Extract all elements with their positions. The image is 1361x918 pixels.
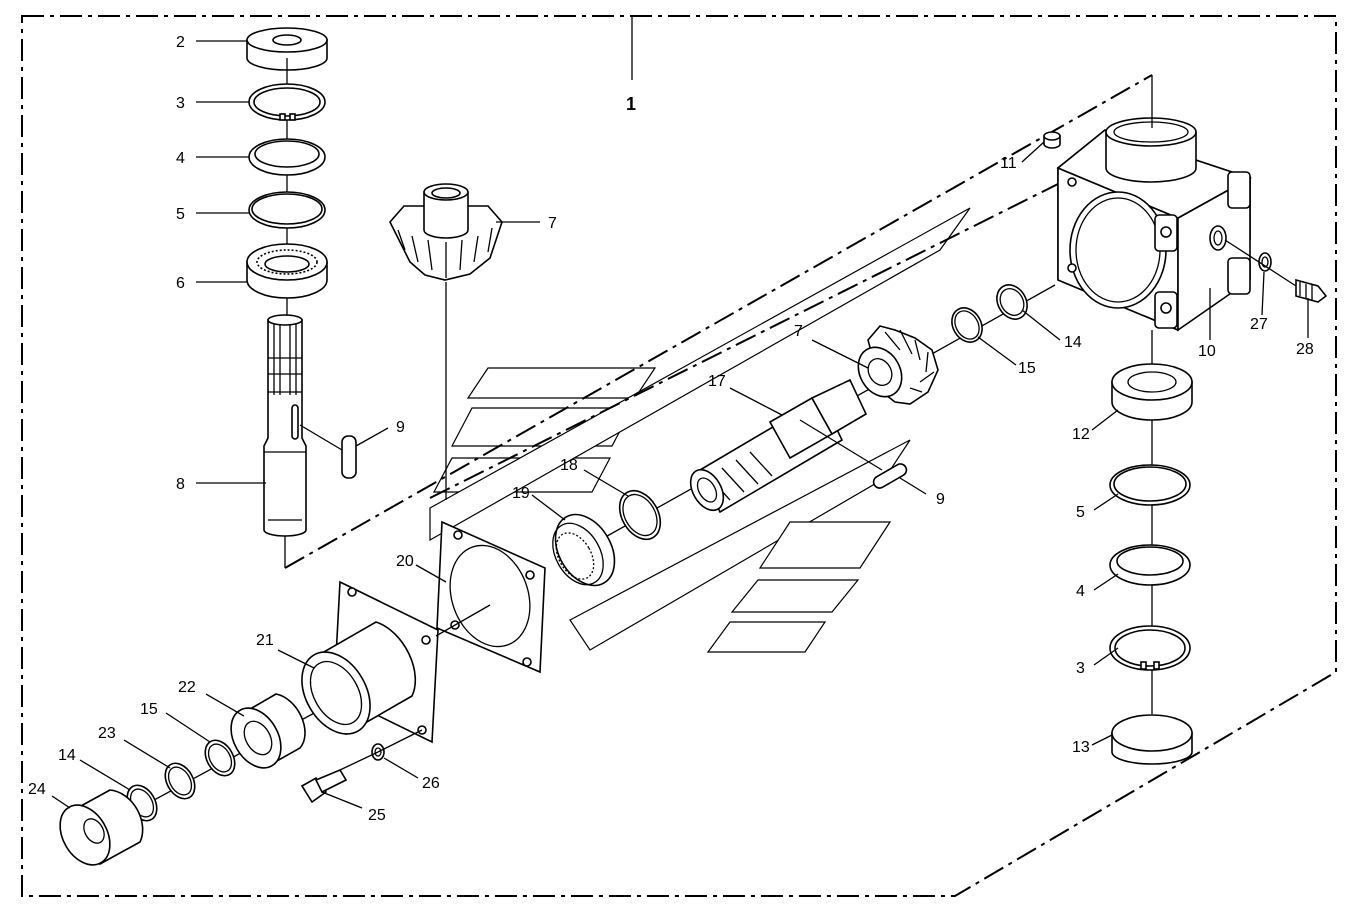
part-14-circlip-upper <box>996 284 1028 320</box>
part-15-ring-lower <box>204 739 236 777</box>
callout-22: 22 <box>178 679 196 696</box>
part-5-ring-right <box>1109 464 1191 506</box>
callout-5-left: 5 <box>176 206 185 223</box>
part-13-cap <box>1111 714 1193 765</box>
callout-17: 17 <box>708 373 726 390</box>
callout-24: 24 <box>28 781 46 798</box>
part-19-bearing <box>552 513 616 587</box>
callout-3-left: 3 <box>176 95 185 112</box>
part-4-shim <box>248 138 326 176</box>
part-24-cap <box>59 789 144 866</box>
part-11-plug <box>1043 131 1061 149</box>
part-9-key-right <box>872 463 908 489</box>
callout-4-right: 4 <box>1076 583 1085 600</box>
part-3-circlip <box>248 83 326 121</box>
watermark-logo <box>429 207 971 653</box>
callout-labels: 1 2 3 4 5 6 7 8 9 11 7 14 15 10 27 28 12… <box>28 34 1314 824</box>
callout-9-left: 9 <box>396 419 405 436</box>
callout-8: 8 <box>176 476 185 493</box>
part-15-ring-upper <box>951 307 983 343</box>
callout-15-lower: 15 <box>140 701 158 718</box>
part-12-bearing <box>1111 363 1193 421</box>
group-boundary <box>21 15 1337 897</box>
part-5-ring <box>248 191 326 229</box>
callout-19: 19 <box>512 485 530 502</box>
callout-11: 11 <box>1000 155 1017 172</box>
callout-20: 20 <box>396 553 414 570</box>
callout-23: 23 <box>98 725 116 742</box>
callout-6: 6 <box>176 275 185 292</box>
callout-9-right: 9 <box>936 491 945 508</box>
callout-21: 21 <box>256 632 274 649</box>
callout-5-right: 5 <box>1076 504 1085 521</box>
callout-14-lower: 14 <box>58 747 76 764</box>
callout-7-upper: 7 <box>548 215 557 232</box>
part-7-gear-lower <box>857 325 939 405</box>
callout-10: 10 <box>1198 343 1216 360</box>
part-9-key-left <box>341 435 357 479</box>
part-28-plug <box>1295 278 1328 303</box>
part-4-shim-right <box>1109 544 1191 586</box>
callout-7-lower: 7 <box>794 323 803 340</box>
part-20-gasket <box>436 520 546 674</box>
part-7-gear-upper <box>389 183 503 281</box>
callout-2: 2 <box>176 34 185 51</box>
part-8-shaft <box>263 314 307 568</box>
callout-14-upper: 14 <box>1064 334 1082 351</box>
callout-13: 13 <box>1072 739 1090 756</box>
group-label-1: 1 <box>626 94 636 114</box>
part-3-circlip-right <box>1109 625 1191 671</box>
part-23-ring <box>164 762 196 800</box>
part-21-flange-housing <box>301 580 439 744</box>
callout-3-right: 3 <box>1076 660 1085 677</box>
callout-27: 27 <box>1250 316 1268 333</box>
part-18-oring <box>618 489 662 541</box>
callout-12: 12 <box>1072 426 1090 443</box>
part-25-bolt <box>300 768 348 804</box>
part-10-housing <box>1056 117 1252 332</box>
callout-26: 26 <box>422 775 440 792</box>
part-17-input-shaft <box>689 378 868 514</box>
part-22-bearing <box>230 693 306 769</box>
part-2-cap <box>246 27 328 71</box>
callout-18: 18 <box>560 457 578 474</box>
callout-15-upper: 15 <box>1018 360 1036 377</box>
callout-4-left: 4 <box>176 150 185 167</box>
callout-28: 28 <box>1296 341 1314 358</box>
callout-leaders <box>51 40 1309 809</box>
part-6-bearing <box>246 243 328 299</box>
callout-25: 25 <box>368 807 386 824</box>
